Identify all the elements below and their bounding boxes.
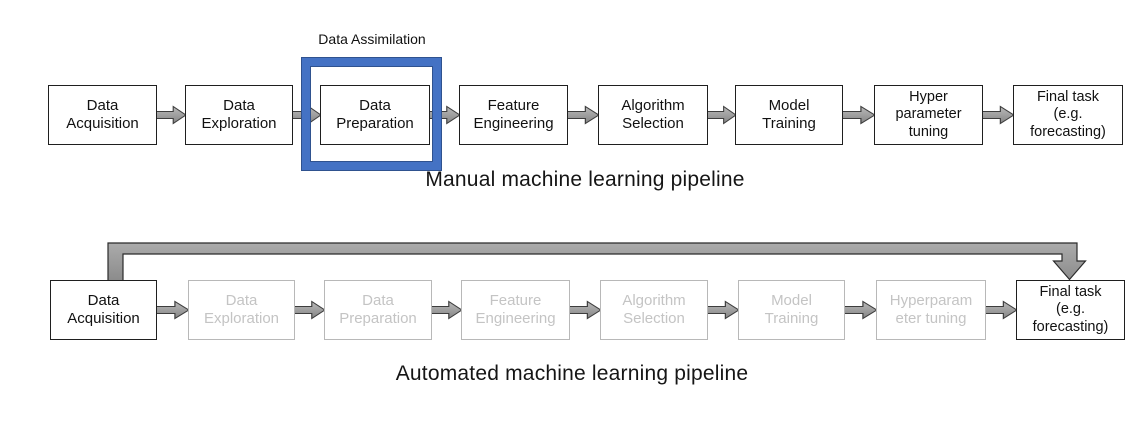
auto-box-data-preparation: Data Preparation bbox=[324, 280, 432, 340]
flow-arrow-icon bbox=[706, 300, 740, 320]
box-label: Final task (e.g. forecasting) bbox=[1032, 284, 1109, 335]
manual-pipeline-caption: Manual machine learning pipeline bbox=[425, 168, 745, 191]
box-label: Data Acquisition bbox=[67, 291, 140, 327]
box-label: Data Preparation bbox=[336, 96, 414, 132]
flow-arrow-icon bbox=[566, 105, 600, 125]
box-label: Data Exploration bbox=[201, 96, 277, 132]
box-label: Hyperparam eter tuning bbox=[889, 291, 973, 327]
manual-box-hyperparameter-tuning: Hyper parameter tuning bbox=[874, 85, 983, 145]
manual-box-data-preparation: Data Preparation bbox=[320, 85, 430, 145]
box-label: Algorithm Selection bbox=[622, 291, 686, 327]
box-label: Feature Engineering bbox=[475, 291, 556, 327]
auto-box-feature-engineering: Feature Engineering bbox=[461, 280, 570, 340]
flow-arrow-icon bbox=[155, 105, 187, 125]
box-label: Data Preparation bbox=[339, 291, 417, 327]
box-label: Algorithm Selection bbox=[621, 96, 685, 132]
auto-box-data-exploration: Data Exploration bbox=[188, 280, 295, 340]
flow-arrow-icon bbox=[981, 105, 1015, 125]
data-assimilation-annotation: Data Assimilation bbox=[318, 31, 426, 47]
auto-box-model-training: Model Training bbox=[738, 280, 845, 340]
manual-box-algorithm-selection: Algorithm Selection bbox=[598, 85, 708, 145]
flow-arrow-icon bbox=[293, 300, 326, 320]
box-label: Hyper parameter tuning bbox=[895, 89, 962, 140]
flow-arrow-icon bbox=[984, 300, 1018, 320]
auto-box-algorithm-selection: Algorithm Selection bbox=[600, 280, 708, 340]
flow-arrow-icon bbox=[568, 300, 602, 320]
data-assimilation-highlight-rect bbox=[302, 58, 441, 170]
manual-box-data-acquisition: Data Acquisition bbox=[48, 85, 157, 145]
box-label: Feature Engineering bbox=[473, 96, 554, 132]
flow-arrow-icon bbox=[430, 300, 463, 320]
box-label: Model Training bbox=[764, 291, 819, 327]
flow-arrow-icon bbox=[706, 105, 737, 125]
box-label: Data Acquisition bbox=[66, 96, 139, 132]
manual-box-data-exploration: Data Exploration bbox=[185, 85, 293, 145]
box-label: Final task (e.g. forecasting) bbox=[1030, 89, 1106, 140]
flow-arrow-icon bbox=[155, 300, 190, 320]
auto-box-final-task: Final task (e.g. forecasting) bbox=[1016, 280, 1125, 340]
auto-box-hyperparameter-tuning: Hyperparam eter tuning bbox=[876, 280, 986, 340]
flow-arrow-icon bbox=[843, 300, 878, 320]
manual-box-final-task: Final task (e.g. forecasting) bbox=[1013, 85, 1123, 145]
box-label: Data Exploration bbox=[203, 291, 280, 327]
flow-arrow-icon bbox=[841, 105, 876, 125]
flow-arrow-icon bbox=[428, 105, 461, 125]
manual-box-feature-engineering: Feature Engineering bbox=[459, 85, 568, 145]
automated-pipeline-caption: Automated machine learning pipeline bbox=[395, 362, 749, 385]
manual-box-model-training: Model Training bbox=[735, 85, 843, 145]
auto-box-data-acquisition: Data Acquisition bbox=[50, 280, 157, 340]
box-label: Model Training bbox=[762, 96, 816, 132]
